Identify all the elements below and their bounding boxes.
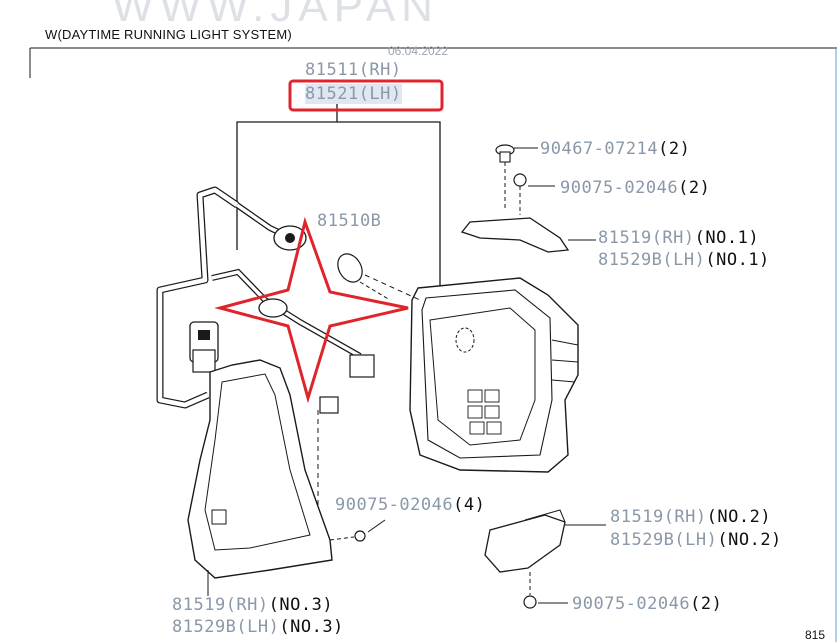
part-qualifier: (LH) [358,84,402,104]
lamp-inner-rim [421,289,553,459]
callout-81511[interactable]: 81511(RH) [305,60,402,80]
bulb-dashed-leader [359,281,391,301]
part-qualifier: (RH) [225,595,269,615]
part-suffix: (NO.1) [694,228,760,248]
leader-90075-mid [367,519,386,533]
watermark: WWW.JAPAN [112,0,439,31]
callout-81529b-no1[interactable]: 81529B(LH)(NO.1) [598,250,770,270]
part-suffix: (NO.2) [706,507,772,527]
part-number: 81519 [598,228,652,248]
bracket-no1 [460,217,570,253]
date-stamp: 06.04.2022 [388,44,449,58]
harness-inner [157,187,239,408]
bracket-no3-slot [211,509,227,525]
lamp-led-grid [467,389,502,435]
callout-90075-mid[interactable]: 90075-02046(4) [335,495,485,515]
part-number: 81519 [172,595,226,615]
part-quantity: (2) [658,139,691,159]
lamp-housing [409,277,579,473]
screw-top [513,173,527,187]
dash-bulb-to-lamp [364,274,421,301]
callout-90467[interactable]: 90467-07214(2) [540,139,690,159]
bracket-no3-inner [204,373,311,551]
lamp-bulb-hole [455,327,475,353]
part-qualifier: (RH) [651,228,695,248]
part-number: 81529B [598,250,663,270]
part-qualifier: (LH) [236,617,280,637]
part-number: 81521 [305,84,359,104]
harness-end-connector [349,354,375,378]
part-qualifier: (RH) [358,60,402,80]
callout-81529b-no2[interactable]: 81529B(LH)(NO.2) [610,530,782,550]
part-number: 81519 [610,507,664,527]
highlight-box [288,79,444,112]
callout-81529b-no3[interactable]: 81529B(LH)(NO.3) [172,617,344,637]
part-number: 90075-02046 [560,178,679,198]
connector-plug-body [192,349,216,373]
bracket-no2-tab [524,509,566,523]
part-number: 81529B [172,617,237,637]
callout-90075-top[interactable]: 90075-02046(2) [560,178,710,198]
callout-81519-no3[interactable]: 81519(RH)(NO.3) [172,595,333,615]
part-suffix: (NO.1) [705,250,770,270]
part-qualifier: (RH) [663,507,707,527]
part-quantity: (4) [453,495,486,515]
callout-81510b[interactable]: 81510B [317,211,381,231]
lamp-fin-3 [551,379,576,383]
part-number: 81511 [305,60,359,80]
part-number: 81510B [317,211,382,231]
harness-branch-inner [211,270,361,358]
callout-90075-bottom[interactable]: 90075-02046(2) [572,594,722,614]
small-connector [319,396,339,414]
corner-reference: 815 [805,628,826,642]
lamp-reflector [429,307,536,446]
screw-bottom [523,595,537,609]
part-quantity: (2) [678,178,711,198]
bulb [337,253,363,283]
part-number: 90075-02046 [335,495,454,515]
callout-81519-no1[interactable]: 81519(RH)(NO.1) [598,228,759,248]
callout-81519-no2[interactable]: 81519(RH)(NO.2) [610,507,771,527]
highlight-star [214,216,409,404]
part-qualifier: (LH) [674,530,718,550]
lamp-fin-2 [551,359,579,363]
section-title: W(DAYTIME RUNNING LIGHT SYSTEM) [45,27,292,42]
part-qualifier: (LH) [662,250,706,270]
bulb-socket-center [285,233,295,243]
clip-stem [499,151,511,163]
screw-mid [354,530,366,542]
connector-plug-pin [198,330,210,340]
bracket-no2 [484,514,566,573]
mid-socket [258,298,288,318]
part-number: 90075-02046 [572,594,691,614]
lamp-fin-1 [551,339,579,346]
dash-screw-mid [329,536,355,541]
callout-81521[interactable]: 81521(LH) [305,84,402,104]
part-suffix: (NO.2) [717,530,782,550]
bracket-line [236,121,441,290]
part-quantity: (2) [690,594,723,614]
part-suffix: (NO.3) [268,595,334,615]
part-suffix: (NO.3) [279,617,344,637]
part-number: 81529B [610,530,675,550]
part-number: 90467-07214 [540,139,659,159]
